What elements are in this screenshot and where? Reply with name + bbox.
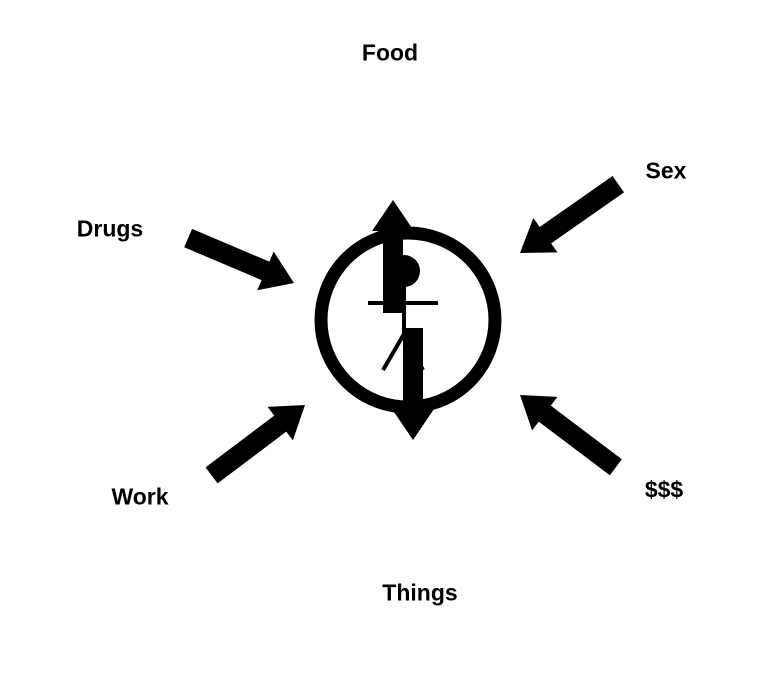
label-work: Work [111,483,169,510]
arrow-money [520,395,622,476]
arrow-icon [520,395,622,476]
arrow-food [372,200,414,313]
arrow-icon [205,405,305,484]
arrow-work [205,405,305,484]
arrow-icon [392,328,434,440]
arrow-things [392,328,434,440]
label-food: Food [361,39,419,66]
arrow-icon [372,200,414,313]
stick-figure-left-leg [381,332,406,372]
label-things: Things [382,579,458,606]
arrow-icon [520,175,625,253]
arrow-sex [520,175,625,253]
label-money: $$$ [644,476,684,503]
label-sex: Sex [645,157,687,184]
arrow-drugs [184,228,294,291]
arrow-icon [184,228,294,291]
label-drugs: Drugs [76,215,144,242]
